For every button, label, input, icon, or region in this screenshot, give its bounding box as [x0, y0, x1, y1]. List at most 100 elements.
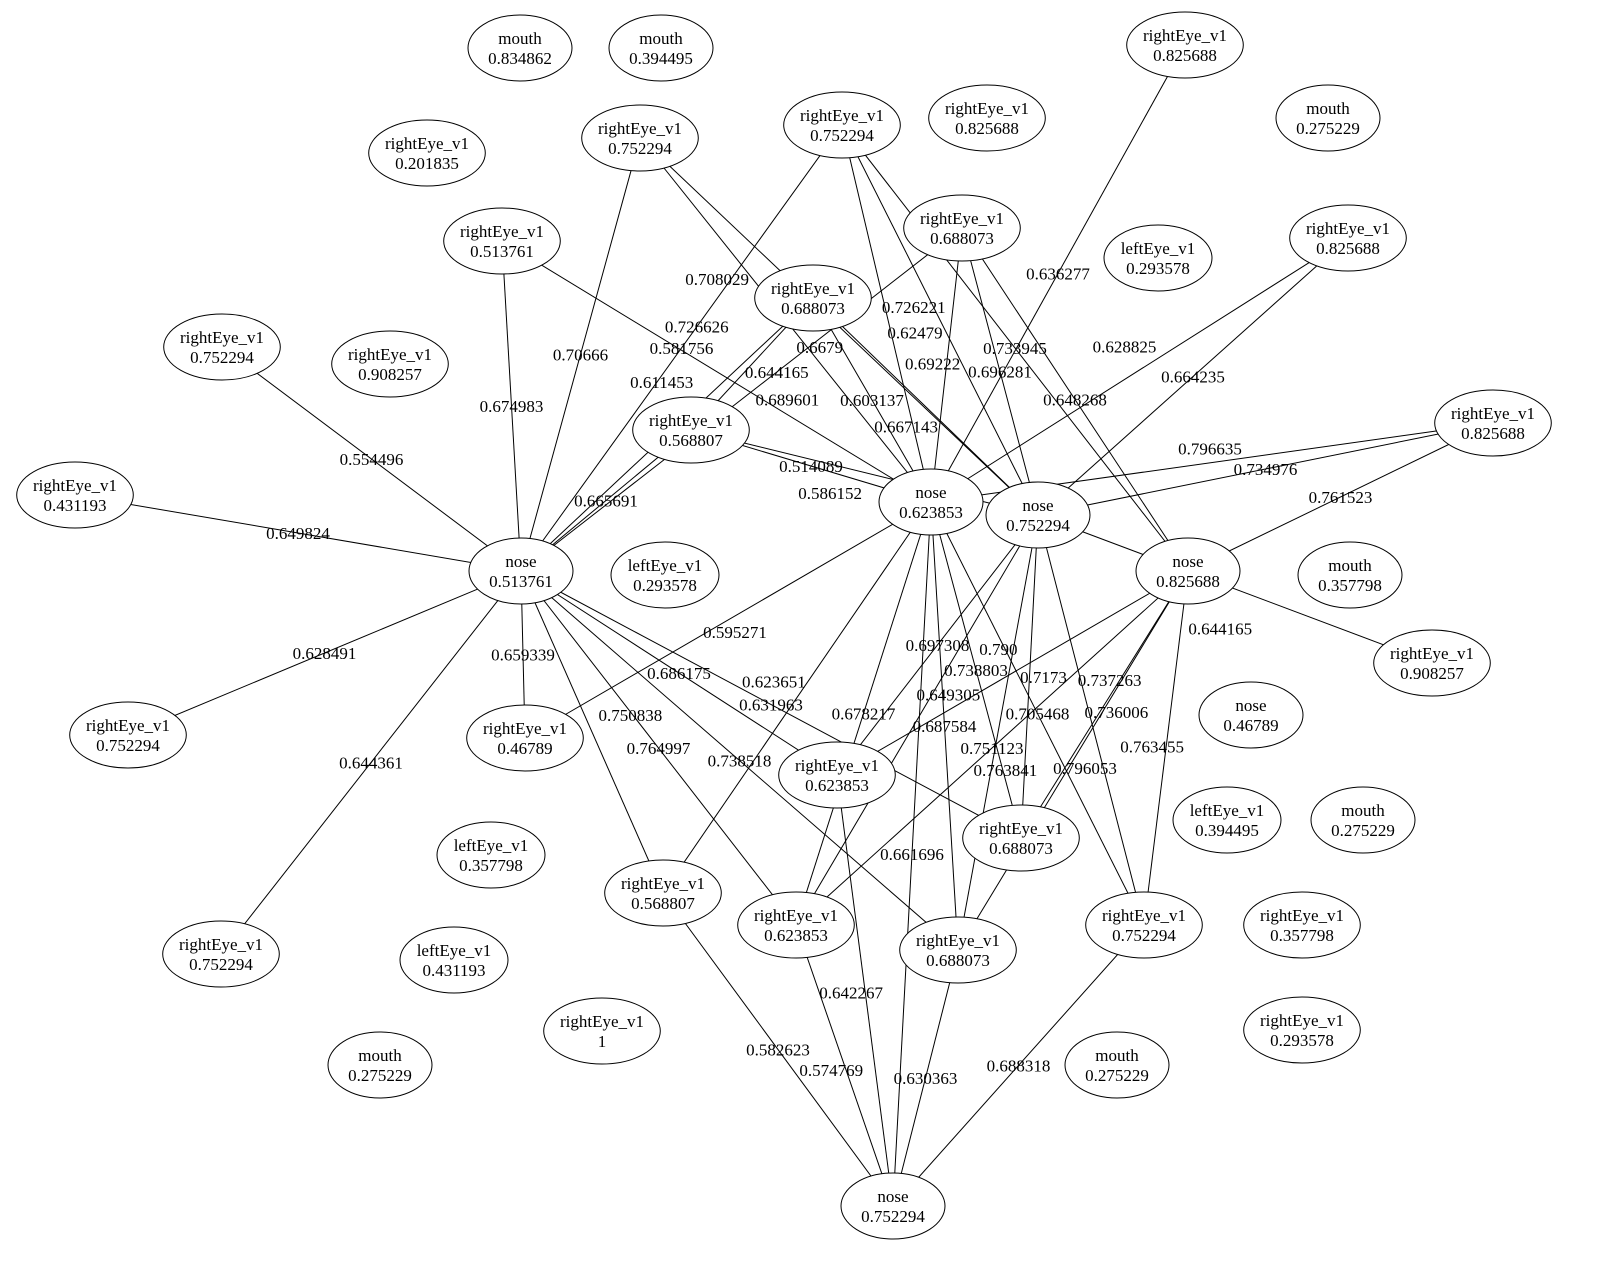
graph-node[interactable]: rightEye_v10.688073: [754, 264, 872, 332]
node-ellipse: [632, 396, 750, 464]
graph-node[interactable]: rightEye_v10.752294: [783, 91, 901, 159]
graph-node[interactable]: rightEye_v10.752294: [581, 104, 699, 172]
graph-edge: [892, 501, 932, 1207]
node-value: 0.275229: [348, 1066, 412, 1085]
edge-weight-label: 0.708029: [685, 270, 749, 289]
node-ellipse: [543, 997, 661, 1065]
graph-node[interactable]: leftEye_v10.357798: [436, 821, 546, 889]
node-value: 0.688073: [781, 299, 845, 318]
graph-edge: [1020, 570, 1189, 839]
graph-node[interactable]: rightEye_v10.357798: [1243, 891, 1361, 959]
node-value: 1: [598, 1032, 607, 1051]
graph-edge: [1037, 514, 1145, 926]
node-label: rightEye_v1: [916, 931, 1000, 950]
node-ellipse: [899, 916, 1017, 984]
graph-node[interactable]: rightEye_v10.688073: [962, 804, 1080, 872]
graph-node[interactable]: rightEye_v10.46789: [466, 704, 584, 772]
graph-edge: [892, 949, 959, 1207]
edge-weight-label: 0.623651: [742, 673, 806, 692]
node-ellipse: [1126, 11, 1244, 79]
graph-node[interactable]: leftEye_v10.394495: [1172, 786, 1282, 854]
node-value: 0.825688: [955, 119, 1019, 138]
edge-weight-label: 0.705468: [1006, 705, 1070, 724]
graph-node[interactable]: rightEye_v10.752294: [162, 920, 280, 988]
graph-edge: [930, 501, 1145, 926]
edge-weight-label: 0.790: [979, 640, 1017, 659]
edge-weight-label: 0.554496: [340, 450, 404, 469]
node-ellipse: [604, 859, 722, 927]
node-label: nose: [877, 1187, 908, 1206]
node-label: rightEye_v1: [179, 935, 263, 954]
node-label: nose: [1022, 496, 1053, 515]
node-label: mouth: [1095, 1046, 1139, 1065]
graph-node[interactable]: rightEye_v10.623853: [778, 741, 896, 809]
graph-node[interactable]: rightEye_v10.293578: [1243, 996, 1361, 1064]
graph-node[interactable]: rightEye_v10.825688: [1126, 11, 1244, 79]
node-ellipse: [1434, 389, 1552, 457]
graph-edge: [501, 240, 522, 572]
node-value: 0.908257: [358, 365, 422, 384]
graph-node[interactable]: rightEye_v10.201835: [368, 119, 486, 187]
graph-edge: [836, 514, 1039, 776]
node-value: 0.513761: [470, 242, 534, 261]
node-value: 0.623853: [899, 503, 963, 522]
edge-weight-label: 0.696281: [968, 363, 1032, 382]
graph-node[interactable]: rightEye_v10.908257: [331, 330, 449, 398]
graph-node[interactable]: rightEye_v10.825688: [1289, 204, 1407, 272]
edge-weight-label: 0.665691: [574, 492, 638, 511]
graph-node[interactable]: rightEye_v10.513761: [443, 207, 561, 275]
node-ellipse: [1373, 629, 1491, 697]
node-value: 0.688073: [930, 229, 994, 248]
graph-node[interactable]: rightEye_v10.752294: [1085, 891, 1203, 959]
graph-node[interactable]: rightEye_v10.752294: [163, 313, 281, 381]
graph-edge: [501, 240, 932, 503]
graph-node[interactable]: leftEye_v10.293578: [1103, 224, 1213, 292]
graph-node[interactable]: rightEye_v10.752294: [69, 701, 187, 769]
node-label: mouth: [639, 29, 683, 48]
graph-edge: [957, 570, 1189, 951]
graph-node[interactable]: rightEye_v10.623853: [737, 891, 855, 959]
graph-node[interactable]: leftEye_v10.293578: [610, 541, 720, 609]
edge-weight-label: 0.763841: [973, 761, 1037, 780]
node-label: rightEye_v1: [795, 756, 879, 775]
graph-node[interactable]: rightEye_v10.568807: [632, 396, 750, 464]
graph-node[interactable]: rightEye_v10.908257: [1373, 629, 1491, 697]
graph-node[interactable]: leftEye_v10.431193: [399, 926, 509, 994]
graph-node[interactable]: rightEye_v10.825688: [1434, 389, 1552, 457]
graph-edge: [812, 297, 932, 503]
node-value: 0.275229: [1085, 1066, 1149, 1085]
node-label: rightEye_v1: [621, 874, 705, 893]
node-value: 0.357798: [1270, 926, 1334, 945]
graph-node[interactable]: rightEye_v10.688073: [903, 194, 1021, 262]
graph-node[interactable]: rightEye_v11: [543, 997, 661, 1065]
node-ellipse: [1103, 224, 1213, 292]
edge-weight-label: 0.661696: [880, 845, 944, 864]
graph-edge: [127, 570, 522, 736]
graph-node[interactable]: rightEye_v10.688073: [899, 916, 1017, 984]
graph-node[interactable]: rightEye_v10.825688: [928, 84, 1046, 152]
edge-weight-label: 0.631963: [739, 696, 803, 715]
node-label: leftEye_v1: [417, 941, 492, 960]
node-value: 0.825688: [1153, 46, 1217, 65]
node-ellipse: [1243, 891, 1361, 959]
edge-weight-label: 0.628825: [1093, 337, 1157, 356]
node-value: 0.752294: [861, 1207, 925, 1226]
graph-node[interactable]: rightEye_v10.431193: [16, 461, 134, 529]
node-value: 0.752294: [608, 139, 672, 158]
node-ellipse: [928, 84, 1046, 152]
graph-node[interactable]: rightEye_v10.568807: [604, 859, 722, 927]
edge-weight-label: 0.726626: [665, 318, 729, 337]
